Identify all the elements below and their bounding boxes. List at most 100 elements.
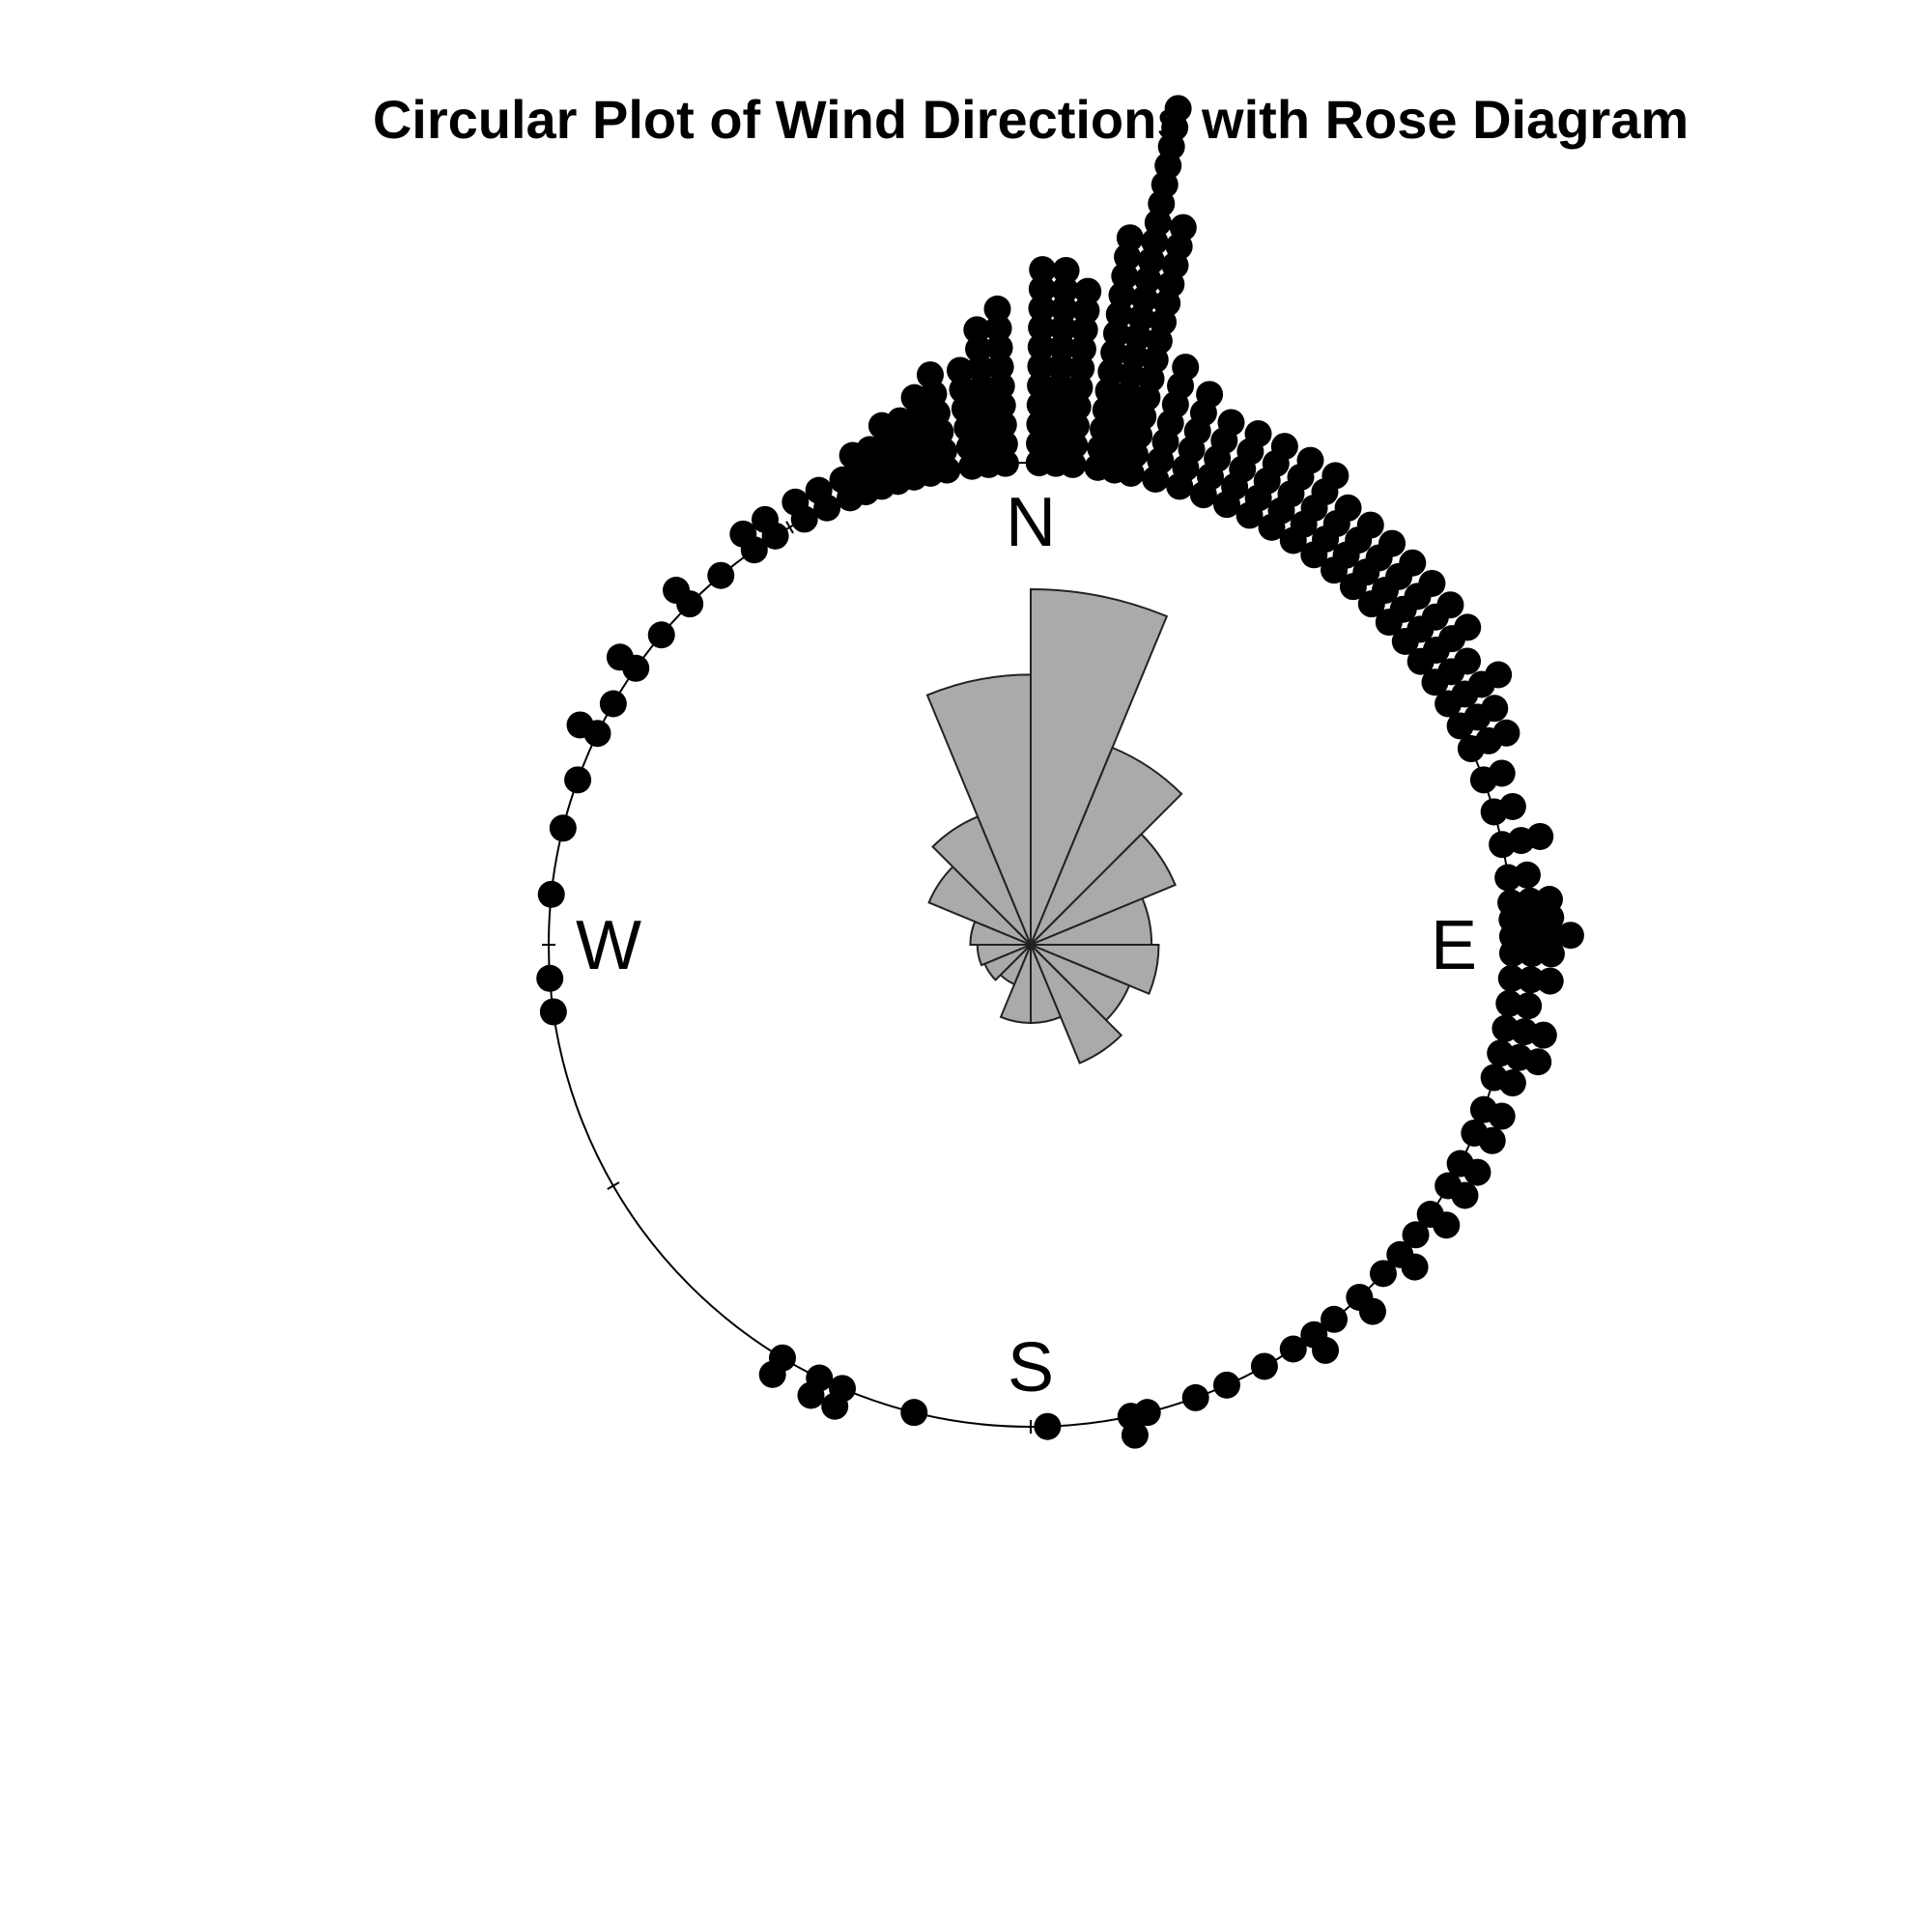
direction-point <box>1433 1211 1461 1239</box>
direction-point <box>1169 213 1197 242</box>
direction-point <box>1172 354 1200 382</box>
direction-point <box>821 1392 849 1420</box>
direction-point <box>1048 333 1076 361</box>
direction-point <box>1028 314 1056 342</box>
direction-point <box>751 505 779 533</box>
direction-point <box>987 372 1015 400</box>
rose-wedge <box>1030 833 1177 946</box>
direction-point <box>1402 1221 1430 1249</box>
direction-point <box>916 361 944 389</box>
compass-label-south: S <box>1008 1329 1054 1406</box>
direction-point <box>1028 295 1056 323</box>
direction-point <box>797 1381 825 1409</box>
direction-point <box>1529 1021 1557 1049</box>
direction-point <box>963 316 991 344</box>
direction-point <box>1026 411 1054 439</box>
direction-point <box>1451 1181 1479 1209</box>
compass-label-east: E <box>1431 907 1477 984</box>
direction-point <box>1047 353 1075 381</box>
direction-point <box>1356 511 1384 539</box>
direction-point <box>986 353 1014 381</box>
direction-point <box>1244 420 1272 448</box>
direction-point <box>1358 1297 1386 1325</box>
direction-point <box>1556 922 1584 950</box>
direction-point <box>1513 861 1541 889</box>
rose-wedge <box>1030 746 1183 946</box>
direction-point <box>1050 295 1078 323</box>
direction-point <box>539 998 567 1026</box>
direction-point <box>1535 886 1563 914</box>
direction-point <box>1051 275 1079 303</box>
direction-point <box>1334 494 1362 522</box>
tick-mark <box>607 1181 620 1190</box>
direction-point <box>829 466 857 494</box>
direction-point <box>1052 256 1080 284</box>
direction-point <box>1217 409 1245 437</box>
direction-point <box>1312 1336 1340 1364</box>
direction-point <box>599 690 627 718</box>
direction-point <box>781 488 810 516</box>
direction-point <box>758 1360 786 1388</box>
direction-point <box>1029 256 1057 284</box>
direction-point <box>1492 719 1520 747</box>
direction-point <box>1279 1335 1307 1363</box>
direction-point <box>1133 1399 1161 1427</box>
direction-point <box>984 314 1012 342</box>
direction-point <box>985 333 1013 361</box>
direction-point <box>647 621 675 649</box>
direction-point <box>1212 1371 1240 1399</box>
direction-point <box>729 520 757 548</box>
direction-point <box>606 643 634 671</box>
direction-point <box>1074 277 1102 305</box>
direction-point <box>549 814 577 842</box>
direction-point <box>805 476 833 504</box>
direction-point <box>1034 1412 1062 1440</box>
direction-point <box>1026 430 1054 458</box>
direction-point <box>1250 1352 1278 1380</box>
direction-point <box>983 295 1011 323</box>
direction-point <box>1488 759 1516 787</box>
direction-point <box>1488 1102 1516 1130</box>
direction-point <box>947 356 974 384</box>
direction-point <box>536 964 564 992</box>
direction-point <box>1027 353 1055 381</box>
direction-point <box>1517 966 1545 994</box>
direction-point <box>1049 314 1077 342</box>
compass-label-north: N <box>1006 484 1056 561</box>
direction-point <box>1536 967 1564 995</box>
rose-wedge <box>1030 944 1123 1065</box>
tick-mark <box>785 521 794 534</box>
direction-point <box>900 384 928 412</box>
direction-point <box>1485 661 1513 689</box>
rose-diagram <box>925 587 1183 1065</box>
direction-point <box>1524 1048 1552 1076</box>
direction-points <box>536 95 1584 1449</box>
direction-point <box>1321 462 1350 490</box>
direction-point <box>1321 1305 1349 1333</box>
direction-point <box>566 711 594 739</box>
direction-point <box>1027 372 1055 400</box>
direction-point <box>1498 1069 1526 1097</box>
direction-point <box>1181 1383 1209 1411</box>
direction-point <box>1270 433 1298 461</box>
direction-point <box>1526 822 1554 850</box>
direction-point <box>564 766 592 794</box>
direction-point <box>1046 372 1074 400</box>
direction-point <box>1515 992 1543 1020</box>
direction-point <box>1478 1126 1506 1154</box>
compass-label-west: W <box>576 907 641 984</box>
direction-point <box>838 441 867 469</box>
direction-point <box>1164 95 1192 123</box>
direction-point <box>1454 613 1482 641</box>
direction-point <box>1369 1260 1397 1288</box>
direction-point <box>900 1399 928 1427</box>
direction-point <box>537 880 565 908</box>
direction-point <box>1418 569 1446 597</box>
direction-point <box>663 577 691 605</box>
chart-title: Circular Plot of Wind Directions with Ro… <box>373 89 1689 150</box>
direction-point <box>1399 549 1427 577</box>
direction-point <box>1436 591 1464 619</box>
direction-point <box>1498 792 1526 820</box>
rose-wedge <box>1030 587 1169 946</box>
